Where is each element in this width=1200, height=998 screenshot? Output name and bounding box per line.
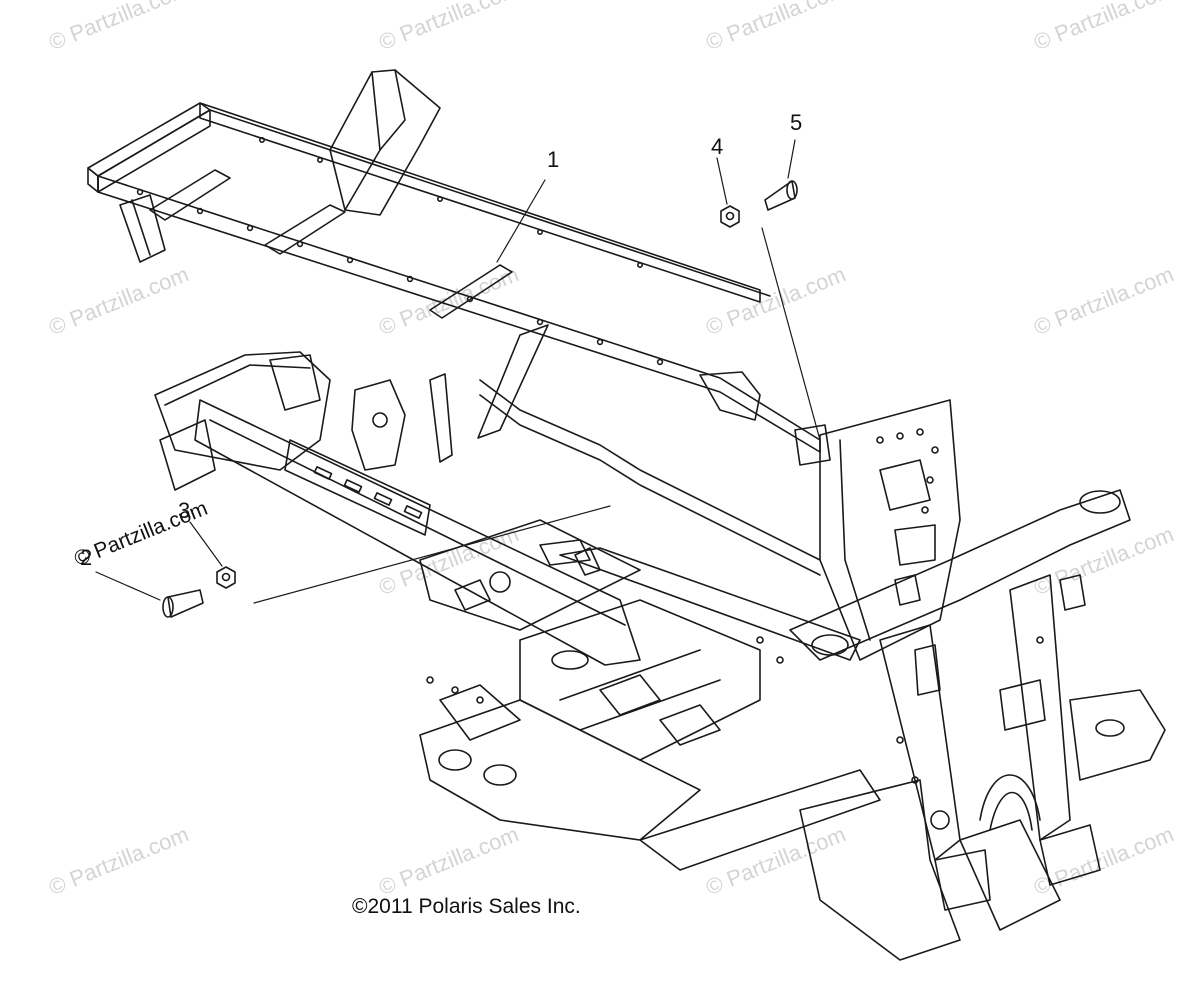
nut-3 bbox=[216, 566, 236, 589]
upper-frame-rail bbox=[87, 69, 831, 576]
leader-lines bbox=[95, 139, 821, 604]
callout-3: 3 bbox=[178, 498, 191, 523]
nut-4 bbox=[720, 205, 740, 228]
callout-2: 2 bbox=[80, 545, 93, 570]
callout-1: 1 bbox=[547, 147, 560, 172]
callout-4: 4 bbox=[711, 134, 724, 159]
lower-chassis bbox=[154, 351, 1166, 961]
callout-5: 5 bbox=[790, 110, 803, 135]
bolt-5 bbox=[764, 180, 798, 211]
bolt-2 bbox=[162, 589, 204, 618]
copyright-text: ©2011 Polaris Sales Inc. bbox=[352, 895, 581, 918]
